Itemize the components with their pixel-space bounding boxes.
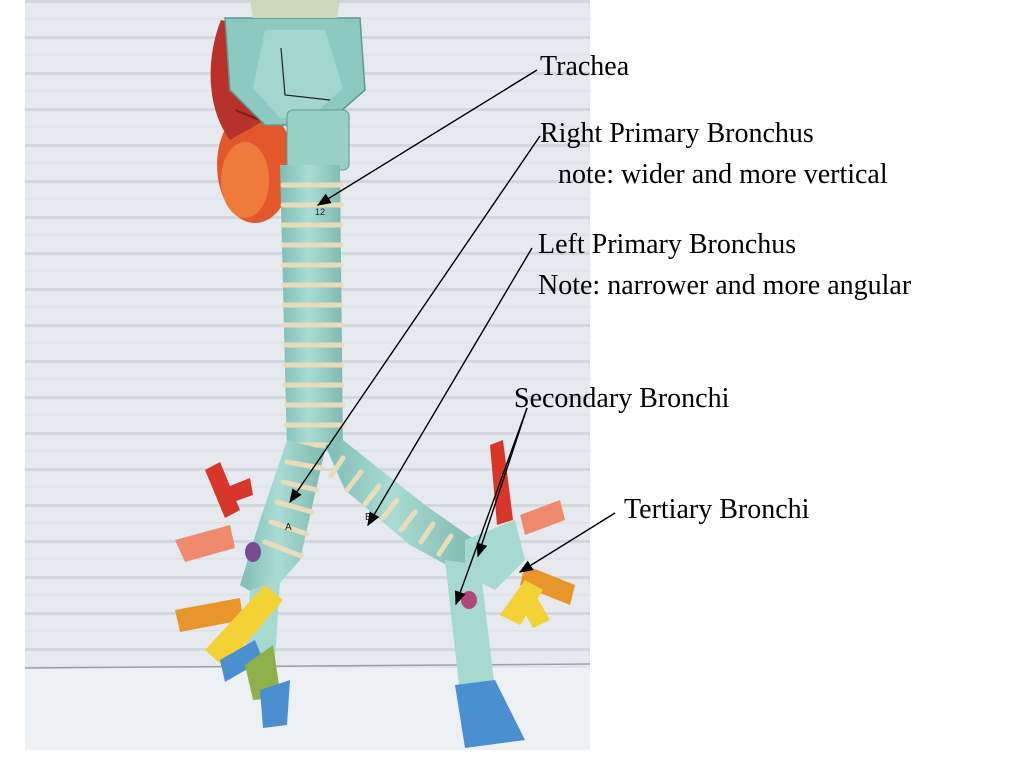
right-segmental-bronchi bbox=[175, 462, 290, 728]
ring-number-12: 12 bbox=[315, 207, 325, 217]
label-trachea: Trachea bbox=[540, 51, 630, 82]
mark-b: B bbox=[365, 512, 372, 523]
label-left-primary-bronchus: Left Primary Bronchus bbox=[538, 229, 797, 260]
label-secondary-bronchi: Secondary Bronchi bbox=[514, 383, 730, 414]
label-right-primary-bronchus: Right Primary Bronchus bbox=[540, 118, 814, 149]
label-right-primary-note: note: wider and more vertical bbox=[558, 159, 888, 190]
label-tertiary-bronchi: Tertiary Bronchi bbox=[624, 494, 810, 525]
mark-a: A bbox=[285, 522, 292, 533]
trachea-model-photo: 12 A B bbox=[25, 0, 590, 750]
trachea-tube: 12 bbox=[280, 165, 346, 450]
label-left-primary-note: Note: narrower and more angular bbox=[538, 270, 912, 301]
